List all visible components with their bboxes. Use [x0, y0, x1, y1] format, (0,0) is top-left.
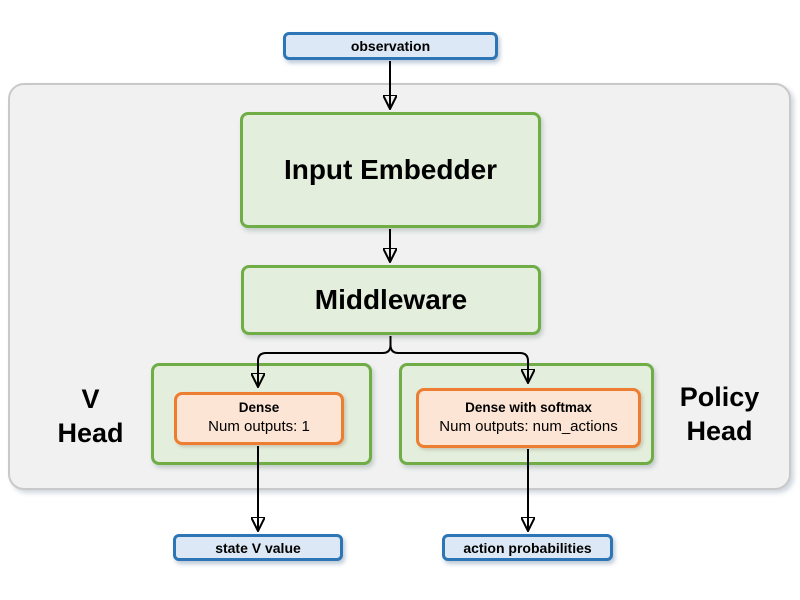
middleware-label: Middleware [314, 284, 468, 315]
v-head-label: V Head [57, 384, 124, 448]
action-probabilities-label: action probabilities [463, 539, 592, 556]
v-dense-title: Dense [238, 400, 280, 416]
middleware-node: Middleware [241, 265, 541, 335]
policy-dense-title: Dense with softmax [465, 399, 592, 415]
policy-head-label: Policy Head [679, 382, 760, 446]
v-head-dense-node: Dense Num outputs: 1 [174, 392, 344, 445]
observation-label: observation [350, 38, 431, 54]
action-probabilities-node: action probabilities [442, 534, 613, 561]
input-embedder-node: Input Embedder [240, 112, 541, 228]
v-dense-subtitle: Num outputs: 1 [208, 418, 310, 436]
policy-dense-subtitle: Num outputs: num_actions [439, 417, 618, 435]
policy-head-dense-node: Dense with softmax Num outputs: num_acti… [416, 388, 641, 448]
state-v-value-node: state V value [173, 534, 343, 561]
state-v-value-label: state V value [215, 539, 301, 556]
observation-node: observation [283, 32, 498, 60]
input-embedder-label: Input Embedder [283, 154, 498, 185]
